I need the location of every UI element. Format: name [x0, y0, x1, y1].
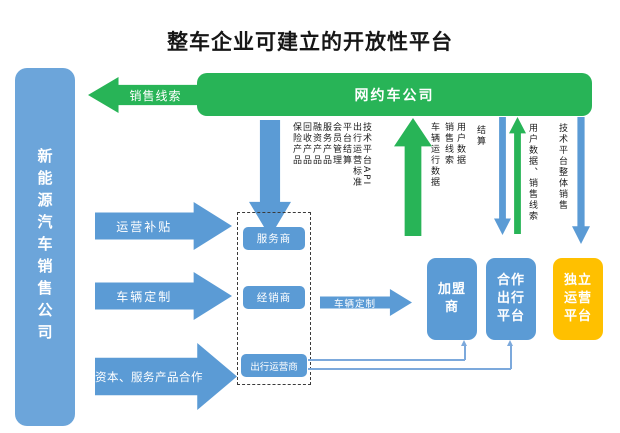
sales-leads-arrow: 销售线索: [88, 77, 197, 113]
page-title: 整车企业可建立的开放性平台: [167, 30, 453, 54]
mid-vehicle-customization-label: 车辆定制: [333, 298, 376, 310]
dealer-label: 经销商: [256, 292, 292, 304]
franchisee-label: 加盟商: [437, 281, 466, 315]
coop-travel-platform-label: 合作出行平台: [496, 272, 525, 325]
sales-leads-arrow-label: 销售线索: [129, 88, 182, 103]
capital-cooperation-arrow: 资本、服务产品合作: [95, 343, 237, 410]
flow-label-platform-settlement: 平台结算: [341, 122, 351, 166]
flow-label-sales-leads-up: 销售线索: [443, 122, 453, 166]
flow-label-userdata-salesleads: 用户数据、销售线索: [527, 123, 537, 222]
service-provider-box: 服务商: [243, 227, 305, 250]
franchisee-box: 加盟商: [427, 258, 477, 340]
tech-sales-down-arrow: [572, 117, 590, 244]
userdata-up-arrow: [509, 117, 526, 234]
mid-vehicle-customization-arrow: 车辆定制: [320, 289, 412, 316]
partner-group-dashed-box: [237, 212, 311, 385]
connector-line-franchisee-v: [464, 346, 466, 360]
flow-label-insurance: 保险产品: [291, 122, 301, 166]
flow-label-service: 服务产品: [321, 122, 331, 166]
flow-label-recycle: 回收产品: [301, 122, 311, 166]
dealer-box: 经销商: [243, 286, 305, 309]
operation-subsidy-arrow: 运营补贴: [95, 202, 232, 250]
new-energy-sales-company-box: 新能源汽车销售公司: [15, 68, 75, 426]
flow-label-tech-api: 技术平台API: [361, 122, 371, 187]
connector-arrowhead-coop: [507, 340, 513, 346]
connector-line-coop-v: [510, 346, 512, 369]
new-energy-sales-company-label: 新能源汽车销售公司: [35, 148, 54, 346]
travel-operator-label: 出行运营商: [250, 361, 298, 373]
connector-arrowhead-franchisee: [461, 340, 467, 346]
data-up-arrow: [394, 118, 432, 236]
independent-platform-label: 独立运营平台: [563, 272, 592, 325]
ride-hailing-company-bar: 网约车公司: [197, 73, 592, 116]
vehicle-customization-label: 车辆定制: [116, 289, 173, 304]
flow-label-tech-platform-sales: 技术平台整体销售: [557, 123, 567, 211]
settlement-down-arrow: [494, 117, 511, 235]
flow-label-financing: 融资产品: [311, 122, 321, 166]
vehicle-customization-arrow: 车辆定制: [95, 272, 232, 320]
capital-cooperation-label: 资本、服务产品合作: [95, 369, 203, 384]
service-provider-label: 服务商: [256, 233, 292, 245]
independent-platform-box: 独立运营平台: [553, 258, 603, 340]
flow-label-settlement: 结算: [475, 125, 485, 147]
flow-label-user-data-up: 用户数据: [455, 122, 465, 166]
flow-label-operation-standard: 出行运营标准: [351, 122, 361, 188]
operation-subsidy-label: 运营补贴: [116, 219, 173, 234]
connector-line-coop-h: [308, 368, 511, 370]
flow-label-vehicle-data: 车辆运行数据: [429, 122, 439, 188]
ride-hailing-company-label: 网约车公司: [354, 87, 435, 104]
connector-line-franchisee-h: [308, 359, 465, 361]
travel-operator-box: 出行运营商: [241, 354, 307, 377]
coop-travel-platform-box: 合作出行平台: [486, 258, 536, 340]
flow-label-membership: 会员管理: [331, 122, 341, 166]
